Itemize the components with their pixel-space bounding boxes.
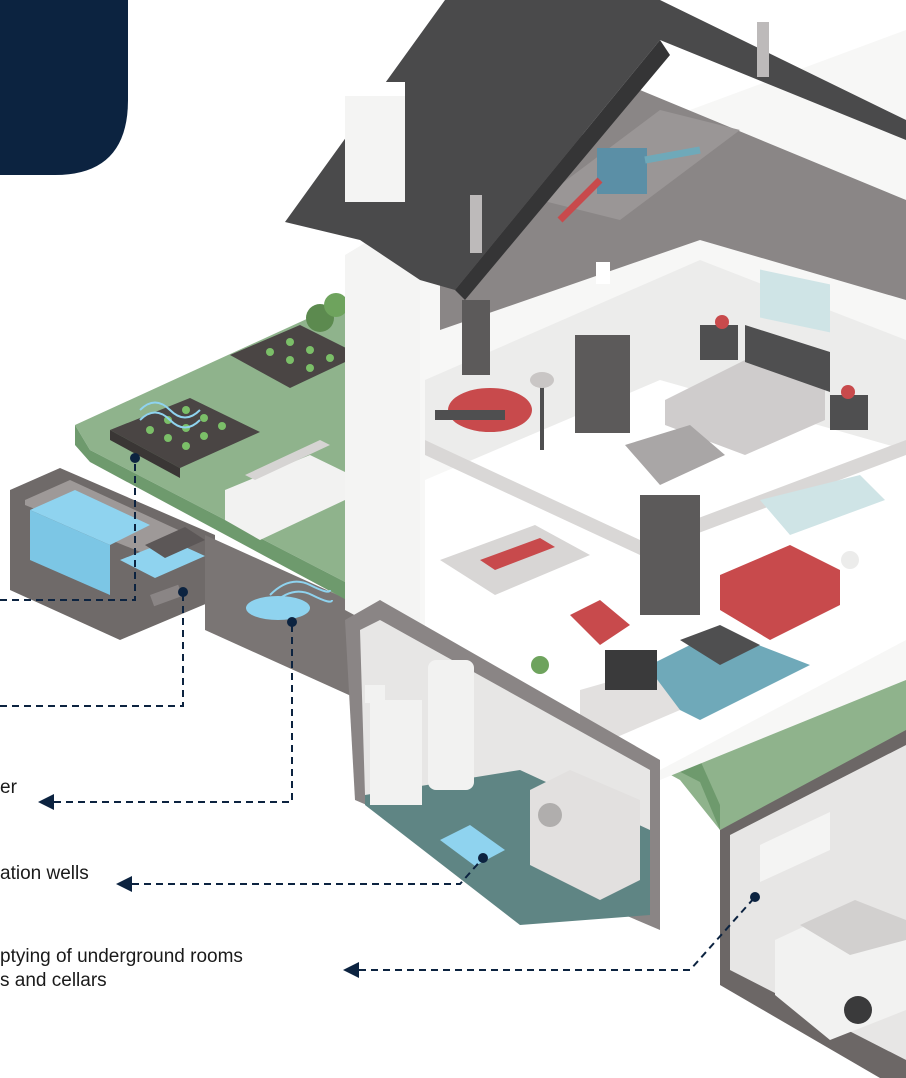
rainwater-cistern (10, 468, 215, 640)
connector-1 (0, 458, 136, 601)
callout-wells-text: ation wells (0, 863, 89, 884)
study (435, 262, 610, 450)
connector-lines (0, 458, 756, 978)
dot-marker-icon (130, 453, 140, 463)
connector-5 (343, 896, 756, 978)
dot-marker-icon (178, 587, 188, 597)
living-room (440, 475, 885, 740)
dot-markers (130, 453, 760, 902)
basement (345, 600, 660, 930)
connector-4 (116, 857, 484, 892)
chimney (345, 82, 405, 202)
boiler (370, 700, 422, 805)
corner-badge-shape (0, 0, 128, 175)
connector-2 (0, 592, 184, 707)
callout-rainwater-text: er (0, 777, 17, 798)
callout-underground-rooms: ptying of underground rooms s and cellar… (0, 945, 243, 993)
garden-beds (110, 293, 360, 540)
roof (285, 0, 906, 290)
ventilation-unit (597, 148, 647, 194)
infiltration-basin (246, 596, 310, 620)
callout-infiltration-wells: ation wells (0, 862, 89, 886)
dot-marker-icon (478, 853, 488, 863)
dot-marker-icon (750, 892, 760, 902)
bedroom (575, 269, 868, 485)
callout-underground-line-2: s and cellars (0, 970, 107, 991)
garage (720, 730, 906, 1078)
rain-pipes (139, 401, 333, 606)
callout-rainwater: er (0, 776, 17, 800)
callout-underground-line-1: ptying of underground rooms (0, 946, 243, 967)
dot-marker-icon (287, 617, 297, 627)
